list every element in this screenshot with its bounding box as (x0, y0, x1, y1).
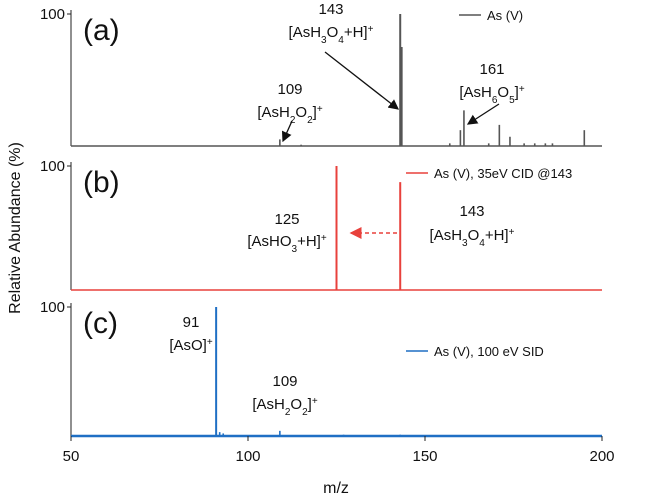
spectrum-panel-a: 100(a)As (V)143[AsH3O4+H]+109[AsH2O2]+16… (40, 1, 602, 147)
annotation-arrow (281, 120, 293, 143)
y-tick-label: 100 (40, 299, 65, 316)
x-tick-label: 100 (235, 448, 260, 465)
formula-subscript: 2 (307, 115, 313, 126)
formula-subscript: 4 (338, 35, 344, 46)
annotation-mz: 91 (183, 314, 200, 331)
annotation-formula: [AsH3O4+H]+ (289, 24, 374, 46)
spectrum-panel-b: 100(b)As (V), 35eV CID @143125[AsHO3+H]+… (40, 158, 602, 291)
charge-superscript: + (519, 84, 525, 95)
formula-subscript: 3 (462, 238, 468, 249)
panel-label: (a) (83, 14, 120, 47)
x-axis: 50 100 150 200 (63, 436, 615, 465)
x-tick-label: 150 (412, 448, 437, 465)
charge-superscript: + (317, 104, 323, 115)
formula-part: O (295, 104, 307, 121)
formula-part: O (290, 396, 302, 413)
legend-label: As (V), 100 eV SID (434, 344, 544, 359)
y-tick-label: 100 (40, 6, 65, 23)
charge-superscript: + (312, 396, 318, 407)
legend-label: As (V), 35eV CID @143 (434, 166, 572, 181)
formula-part: ] (308, 396, 312, 413)
formula-part: ] (313, 104, 317, 121)
x-tick-label: 50 (63, 448, 80, 465)
formula-subscript: 2 (285, 407, 291, 418)
annotation-mz: 143 (459, 203, 484, 220)
formula-part: [AsO] (169, 337, 207, 354)
legend-label: As (V) (487, 8, 523, 23)
annotation-arrow (324, 51, 400, 110)
formula-part: O (327, 24, 339, 41)
annotation-arrow (466, 103, 500, 125)
formula-part: O (468, 227, 480, 244)
charge-superscript: + (321, 233, 327, 244)
formula-part: +H] (297, 233, 321, 250)
annotation-formula: [AsH3O4+H]+ (430, 227, 515, 249)
formula-part: [AsHO (247, 233, 291, 250)
formula-subscript: 4 (479, 238, 485, 249)
formula-part: O (497, 84, 509, 101)
panel-label: (b) (83, 166, 120, 199)
charge-superscript: + (368, 24, 374, 35)
annotation-mz: 143 (318, 1, 343, 18)
charge-superscript: + (207, 337, 213, 348)
y-tick-label: 100 (40, 158, 65, 175)
annotation-formula: [AsHO3+H]+ (247, 233, 327, 255)
formula-part: [AsH (430, 227, 463, 244)
annotation-formula: [AsH2O2]+ (252, 396, 317, 418)
panel-label: (c) (83, 307, 118, 340)
annotation-mz: 161 (479, 61, 504, 78)
formula-subscript: 3 (321, 35, 327, 46)
annotation-mz: 109 (272, 373, 297, 390)
x-axis-title: m/z (323, 480, 349, 497)
formula-part: [AsH (257, 104, 290, 121)
formula-part: [AsH (252, 396, 285, 413)
annotation-formula: [AsO]+ (169, 337, 213, 355)
formula-part: ] (515, 84, 519, 101)
y-axis-title: Relative Abundance (%) (7, 142, 24, 314)
annotation-formula: [AsH6O5]+ (459, 84, 524, 106)
annotation-formula: [AsH2O2]+ (257, 104, 322, 126)
formula-subscript: 2 (302, 407, 308, 418)
x-tick-label: 200 (589, 448, 614, 465)
formula-subscript: 2 (290, 115, 296, 126)
formula-subscript: 6 (492, 95, 498, 106)
formula-part: [AsH (459, 84, 492, 101)
formula-subscript: 3 (292, 244, 298, 255)
formula-part: +H] (344, 24, 368, 41)
formula-part: +H] (485, 227, 509, 244)
formula-subscript: 5 (509, 95, 515, 106)
spectra-panels: 100(a)As (V)143[AsH3O4+H]+109[AsH2O2]+16… (40, 1, 602, 438)
annotation-mz: 125 (274, 211, 299, 228)
formula-part: [AsH (289, 24, 322, 41)
spectrum-panel-c: 100(c)As (V), 100 eV SID91[AsO]+109[AsH2… (40, 299, 602, 438)
charge-superscript: + (509, 227, 515, 238)
annotation-mz: 109 (277, 81, 302, 98)
